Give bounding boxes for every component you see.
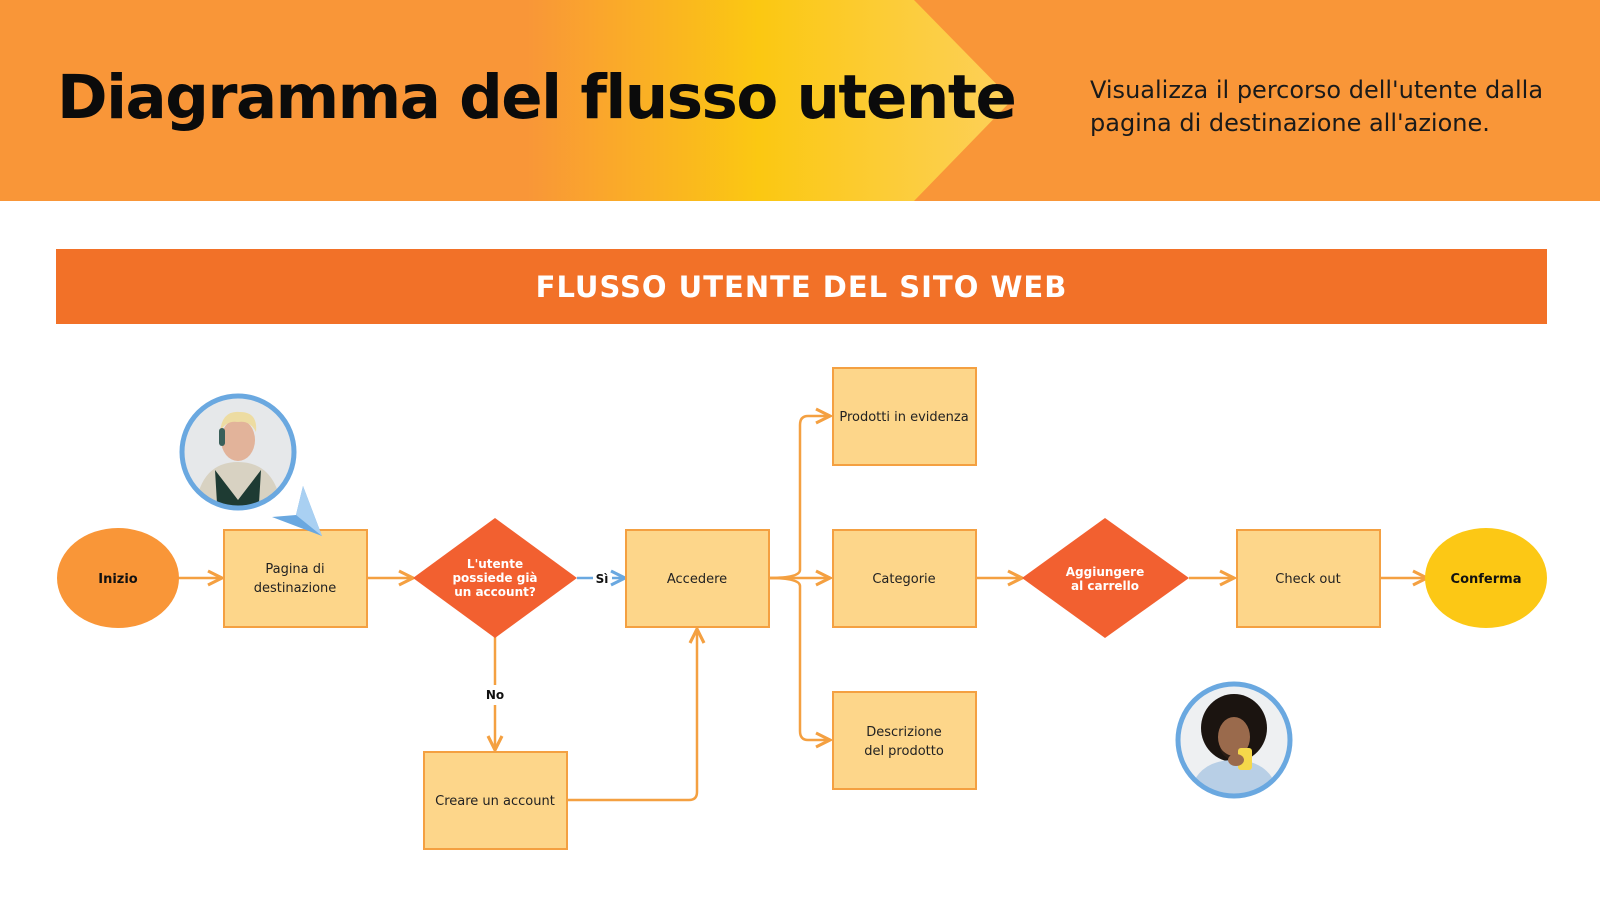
has-account-diamond: [413, 518, 577, 638]
description-label-1: Descrizione: [866, 725, 942, 740]
add-to-cart-label-1: Aggiungere: [1066, 565, 1144, 579]
start-node: [57, 528, 179, 628]
featured-box: [832, 367, 977, 466]
featured-label: Prodotti in evidenza: [839, 410, 968, 425]
has-account-label-2: possiede già: [452, 571, 537, 585]
avatar-man-with-mug: [1175, 681, 1293, 799]
edge-login-description: [768, 576, 830, 740]
edge-no-label: No: [486, 688, 504, 702]
add-to-cart-label-2: al carrello: [1071, 579, 1139, 593]
edge-yes-label: Sì: [596, 572, 609, 586]
checkout-box: [1236, 529, 1381, 628]
categories-label: Categorie: [872, 572, 935, 587]
landing-box: [223, 529, 368, 628]
landing-label-2: destinazione: [254, 581, 337, 596]
description-label-2: del prodotto: [864, 744, 944, 759]
edge-login-featured: [768, 416, 830, 580]
start-label: Inizio: [98, 572, 138, 587]
create-account-box: [423, 751, 568, 850]
create-account-label: Creare un account: [435, 794, 555, 809]
page-title: Diagramma del flusso utente: [57, 62, 1017, 133]
has-account-label-1: L'utente: [467, 557, 523, 571]
description-box: [832, 691, 977, 790]
header-arrow-shape: [0, 0, 1012, 201]
confirm-node: [1425, 528, 1547, 628]
edge-create-login: [567, 629, 697, 802]
has-account-label-3: un account?: [454, 585, 536, 599]
banner-label: FLUSSO UTENTE DEL SITO WEB: [535, 269, 1068, 304]
add-to-cart-diamond: [1022, 518, 1189, 638]
categories-box: [832, 529, 977, 628]
section-banner: FLUSSO UTENTE DEL SITO WEB: [56, 249, 1547, 324]
login-label: Accedere: [667, 572, 727, 587]
checkout-label: Check out: [1275, 572, 1340, 587]
confirm-label: Conferma: [1451, 572, 1522, 587]
page-subtitle: Visualizza il percorso dell'utente dalla…: [1090, 76, 1544, 137]
avatar-man-on-phone: [179, 393, 297, 511]
landing-label-1: Pagina di: [265, 562, 324, 577]
connectors: [178, 416, 1427, 802]
login-box: [625, 529, 770, 628]
header: Diagramma del flusso utente Visualizza i…: [0, 0, 1600, 201]
